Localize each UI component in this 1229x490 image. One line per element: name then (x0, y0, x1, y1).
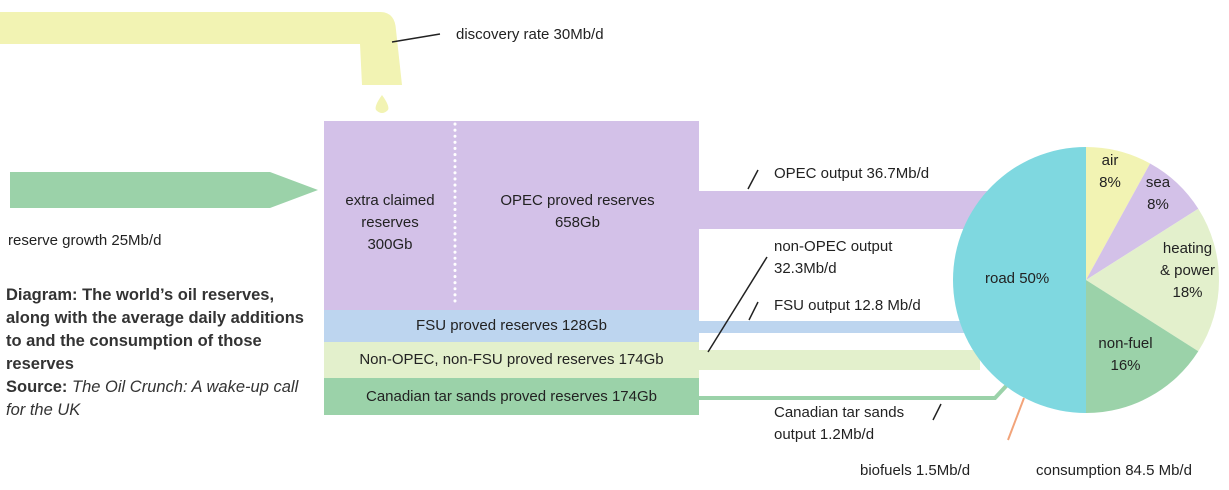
non-opec-output-label: non-OPEC output 32.3Mb/d (774, 238, 893, 277)
non-opec-output-leader (707, 256, 768, 353)
opec-reserves-block (324, 121, 699, 310)
source-text: The Oil Crunch: A wake-up call for the U… (6, 378, 299, 419)
discovery-drop (375, 95, 389, 113)
pie-slice-1 (1086, 147, 1151, 280)
non-opec-output-flow (699, 350, 980, 370)
fsu-output-leader (748, 301, 759, 321)
source-label: Source: (6, 378, 68, 396)
discovery-rate-label: discovery rate 30Mb/d (456, 26, 604, 43)
fsu-output-flow (699, 321, 989, 333)
canadian-output-label: Canadian tar sands output 1.2Mb/d (774, 404, 905, 443)
fsu-reserves-block (324, 310, 699, 342)
opec-output-flow (699, 191, 995, 229)
canadian-output-flow (699, 382, 1010, 400)
pie-label-road: road 50% (985, 270, 1050, 287)
biofuels-flow (1007, 397, 1025, 441)
non-opec-reserves-label: Non-OPEC, non-FSU proved reserves 174Gb (359, 351, 664, 368)
fsu-output-label: FSU output 12.8 Mb/d (774, 297, 921, 314)
diagram-caption: Diagram: The world’s oil reserves, along… (6, 284, 306, 422)
fsu-reserves-label: FSU proved reserves 128Gb (416, 317, 607, 334)
consumption-label: consumption 84.5 Mb/d (1036, 462, 1192, 479)
extra-claimed-label: extra claimed reserves 300Gb (345, 192, 435, 253)
canadian-reserves-block (324, 378, 699, 415)
pie-slice-3 (1086, 208, 1219, 352)
biofuels-label: biofuels 1.5Mb/d (860, 462, 971, 479)
caption-title: Diagram: The world’s oil reserves, along… (6, 286, 304, 373)
reserve-growth-arrow (10, 172, 318, 208)
consumption-pie (953, 147, 1219, 413)
canadian-output-leader (932, 403, 942, 421)
pie-slice-0 (953, 147, 1086, 413)
discovery-pipe (0, 12, 402, 85)
pie-slice-4 (1086, 280, 1199, 413)
discovery-leader (391, 33, 441, 43)
non-opec-reserves-block (324, 342, 699, 378)
canadian-reserves-label: Canadian tar sands proved reserves 174Gb (365, 388, 657, 405)
opec-output-leader (747, 169, 759, 190)
opec-output-label: OPEC output 36.7Mb/d (774, 165, 930, 182)
pie-slice-2 (1086, 163, 1199, 280)
reserve-growth-label: reserve growth 25Mb/d (8, 232, 162, 249)
opec-reserves-label: OPEC proved reserves 658Gb (500, 192, 655, 231)
